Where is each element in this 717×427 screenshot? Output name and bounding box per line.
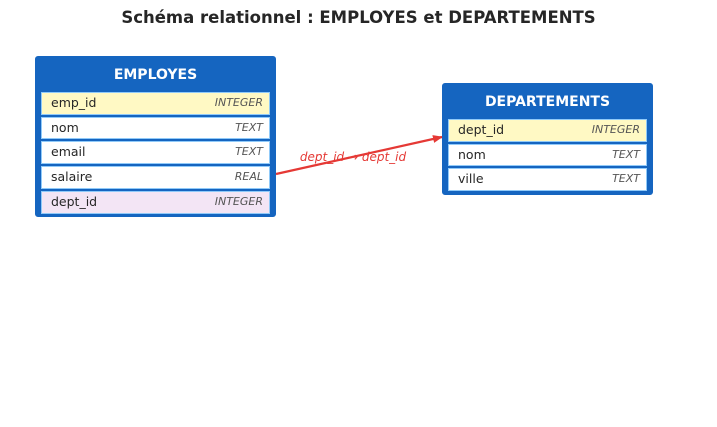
column-row: emp_id INTEGER [41,92,270,115]
column-type: INTEGER [214,194,263,208]
column-row: dept_id INTEGER [41,190,270,214]
column-type: TEXT [235,145,263,159]
relation-label: dept_id → dept_id [300,150,407,164]
column-name: emp_id [51,95,97,110]
relation-arrow [275,135,443,176]
table-departements: DEPARTEMENTS dept_id INTEGER nom TEXT vi… [442,83,653,195]
column-row: salaire REAL [41,166,270,189]
column-list-employes: emp_id INTEGER nom TEXT email TEXT salai… [41,92,270,214]
table-header-employes: EMPLOYES [113,67,198,83]
table-employes: EMPLOYES emp_id INTEGER nom TEXT email T… [35,56,276,217]
column-name: dept_id [51,193,98,209]
column-type: INTEGER [591,123,640,136]
column-name: nom [458,146,486,162]
column-name: salaire [51,169,93,185]
column-type: TEXT [612,172,640,186]
column-name: dept_id [458,122,505,137]
column-name: email [51,144,86,160]
column-type: TEXT [612,147,640,161]
column-type: INTEGER [214,96,263,109]
diagram-title: Schéma relationnel : EMPLOYES et DEPARTE… [121,8,596,27]
column-row: nom TEXT [448,143,647,167]
column-type: TEXT [235,120,263,134]
table-header-departements: DEPARTEMENTS [484,94,611,110]
column-row: email TEXT [41,141,270,165]
column-name: nom [51,119,79,135]
column-row: nom TEXT [41,116,270,140]
column-list-departements: dept_id INTEGER nom TEXT ville TEXT [448,119,647,192]
column-type: REAL [234,170,263,184]
column-row: ville TEXT [448,168,647,192]
column-row: dept_id INTEGER [448,119,647,142]
column-name: ville [458,171,484,187]
